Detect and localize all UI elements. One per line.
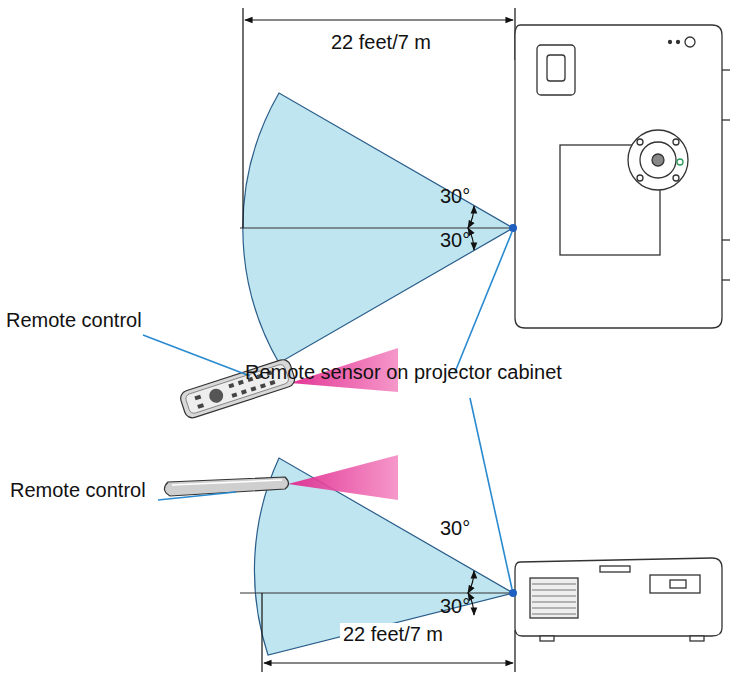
axis-line bbox=[240, 593, 513, 594]
angle-label: 30° bbox=[440, 185, 470, 207]
projector-side-view bbox=[515, 558, 722, 641]
dimension-line bbox=[243, 8, 515, 672]
callout-label: Remote sensor on projector cabinet bbox=[245, 361, 562, 383]
leader-line bbox=[143, 232, 512, 589]
callout-label: Remote control bbox=[10, 479, 146, 501]
axis-line bbox=[240, 228, 513, 229]
callout-label: Remote control bbox=[6, 309, 142, 331]
dimension-label: 22 feet/7 m bbox=[328, 31, 434, 53]
dimension-label: 22 feet/7 m bbox=[340, 623, 446, 645]
projector-top-view bbox=[515, 25, 730, 328]
angle-label: 30° bbox=[440, 517, 470, 539]
angle-label: 30° bbox=[440, 229, 470, 251]
angle-label: 30° bbox=[440, 595, 470, 617]
ir-beam bbox=[288, 455, 398, 500]
